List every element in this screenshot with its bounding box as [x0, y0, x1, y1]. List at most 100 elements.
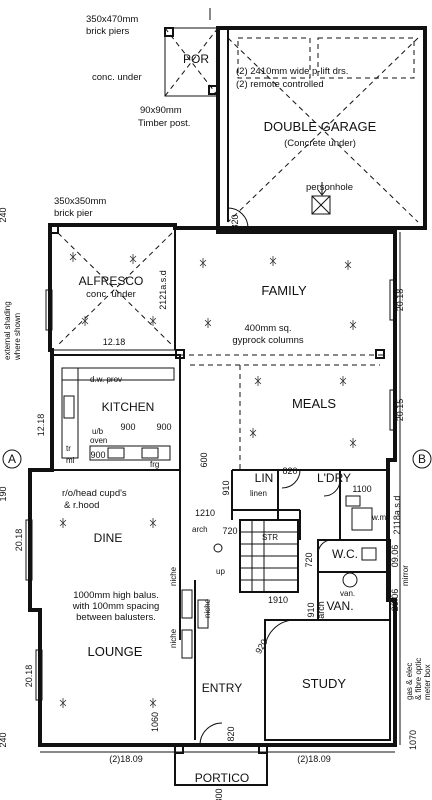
column-icon	[375, 349, 385, 359]
room-family: FAMILY	[261, 283, 307, 298]
note-gyprock-2: gyprock columns	[232, 335, 304, 346]
sink-icon	[63, 395, 75, 419]
note-shading-2: where shown	[13, 313, 22, 361]
note-conc-under: conc. under	[92, 72, 142, 83]
dim-900c: 900	[90, 450, 105, 460]
dim-600: 600	[199, 452, 209, 467]
column-icon	[175, 349, 185, 359]
dim-240-top: 240	[0, 207, 8, 222]
room-lin: LIN	[255, 471, 274, 485]
note-frg: frg	[150, 460, 159, 469]
note-ub-1: u/b	[92, 427, 104, 436]
bench-side	[61, 367, 79, 459]
note-niche-2: niche	[169, 628, 178, 648]
stair-label: STR	[262, 533, 278, 542]
basin-icon	[342, 572, 358, 588]
personhole-icon	[311, 195, 331, 215]
note-gas-2: & fibre optic	[414, 658, 423, 700]
portico-outline	[174, 744, 268, 786]
pier-icon	[174, 744, 184, 754]
note-pier-2: brick pier	[54, 208, 93, 219]
linen-label: linen	[250, 489, 267, 498]
dim-240-bot: 240	[0, 732, 8, 747]
dim-820-portico: 820	[226, 726, 236, 741]
dim-1060: 1060	[150, 712, 160, 732]
dim-190: 190	[0, 486, 8, 501]
room-vanity: VAN.	[326, 599, 353, 613]
grid-marker-b	[412, 449, 432, 469]
pier-icon	[164, 27, 174, 37]
note-ub-2: oven	[90, 436, 107, 445]
toilet-icon	[361, 547, 377, 561]
note-shading-1: external shading	[3, 301, 12, 360]
note-pier-1: 350x350mm	[54, 196, 106, 207]
dim-2018-lounge: 20.18	[24, 665, 34, 688]
dim-2121: 2121a.s.d	[158, 270, 168, 310]
note-balus-2: with 100mm spacing	[72, 601, 160, 612]
note-balus-1: 1000mm high balus.	[73, 590, 159, 601]
garage-walls	[216, 26, 427, 230]
dim-1210: 1210	[195, 508, 215, 518]
grid-marker-b-label: B	[418, 452, 426, 466]
dim-820-lin: 820	[282, 466, 297, 476]
grid-marker-a-label: A	[8, 452, 16, 466]
niche-box	[197, 599, 209, 629]
dim-300: 300	[214, 788, 224, 800]
note-garage-doors-2: (2) remote controlled	[236, 79, 324, 90]
grid-marker-a	[2, 449, 22, 469]
note-timber-1: 90x90mm	[140, 105, 182, 116]
note-gas-1: gas & elec	[405, 663, 414, 700]
kitchen-walls	[52, 354, 181, 471]
note-arch: arch	[192, 525, 208, 534]
note-tr: tr	[66, 444, 71, 453]
dim-910: 910	[221, 480, 231, 495]
study-walls	[264, 619, 391, 741]
dim-900a: 900	[120, 422, 135, 432]
door-swing-icon	[281, 469, 301, 489]
dim-1100: 1100	[352, 484, 371, 494]
room-kitchen: KITCHEN	[102, 400, 155, 414]
note-niche-3: niche	[203, 598, 212, 618]
dim-1809-right: (2)18.09	[297, 754, 331, 764]
door-swing-icon	[227, 207, 249, 229]
note-gyprock-1: 400mm sq.	[245, 323, 292, 334]
room-alfresco: ALFRESCO	[79, 274, 144, 288]
dim-1218-alf: 12.18	[103, 337, 126, 347]
house-walls	[28, 223, 397, 747]
garage-door-left	[237, 37, 311, 79]
room-laundry: L'DRY	[317, 471, 351, 485]
dim-720b: 720	[304, 552, 314, 567]
dim-910-van: 910	[306, 602, 316, 617]
note-piers-1: 350x470mm	[86, 14, 138, 25]
garage-door-right	[317, 37, 415, 79]
note-balus-3: between balusters.	[76, 612, 156, 623]
newel-post-icon	[213, 543, 223, 553]
note-personhole: personhole	[306, 182, 353, 193]
note-dw-prov: d.w. prov	[90, 375, 122, 384]
dim-1809-left: (2)18.09	[109, 754, 143, 764]
room-portico: PORTICO	[195, 771, 249, 785]
dim-900b: 900	[156, 422, 171, 432]
porch-outline	[164, 27, 219, 97]
room-wc: W.C.	[332, 547, 358, 561]
room-porch: POR	[183, 52, 209, 66]
dim-2018-dine: 20.18	[14, 529, 24, 552]
alfresco-sub: conc. under	[86, 289, 136, 300]
tub-icon	[345, 495, 361, 507]
note-ml: ml	[66, 456, 75, 465]
room-lounge: LOUNGE	[88, 644, 143, 659]
door-swing-icon	[264, 619, 296, 651]
note-niche-1: niche	[169, 566, 178, 586]
niche-box	[181, 589, 193, 619]
garage-sub: (Concrete under)	[284, 138, 356, 149]
note-rhead-1: r/o/head cupd's	[62, 488, 127, 499]
light-fixtures	[59, 252, 357, 708]
dim-820-garage: 820	[230, 214, 240, 229]
note-garage-doors-1: (2) 2410mm wide p-lift drs.	[236, 66, 348, 77]
note-piers-2: brick piers	[86, 26, 130, 37]
dim-720a: 720	[222, 526, 237, 536]
note-timber-2: Timber post.	[138, 118, 190, 129]
niche-box	[181, 629, 193, 659]
island-bench	[89, 445, 171, 461]
